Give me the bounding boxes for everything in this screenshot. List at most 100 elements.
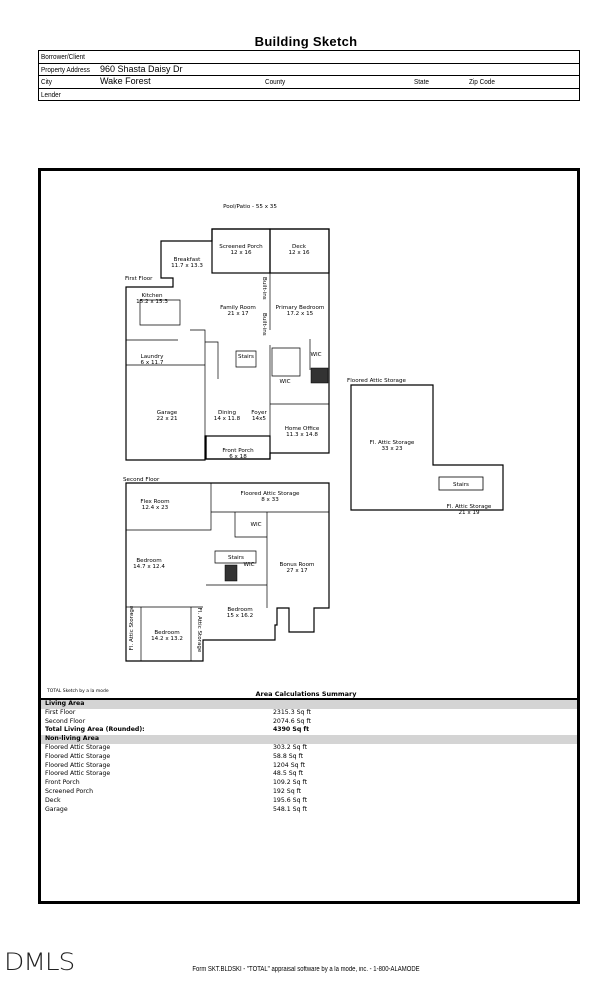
builtins-label: Built-ins (261, 313, 267, 336)
room-dimension-label: 21 x 17 (227, 311, 249, 317)
form-footer: Form SKT.BLDSKI - "TOTAL" appraisal soft… (192, 966, 420, 973)
summary-row: Floored Attic Storage 303.2 Sq ft (41, 744, 577, 753)
address-label: Property Address (41, 64, 90, 74)
room-name-label: WIC (310, 352, 321, 358)
summary-row: Garage 548.1 Sq ft (41, 806, 577, 815)
row-value: 109.2 Sq ft (273, 779, 307, 787)
room-dimension-label: 12 x 16 (288, 250, 310, 256)
room-dimension-label: 14 x 11.8 (214, 416, 241, 422)
room-name-label: Fl. Attic Storage (196, 608, 202, 653)
room-dimension-label: 15.2 x 15.3 (136, 299, 168, 305)
room-name-label: Stairs (238, 354, 254, 360)
row-label: Screened Porch (45, 787, 94, 795)
row-label: Floored Attic Storage (45, 770, 111, 778)
room-name-label: Bedroom (136, 558, 161, 564)
row-value: 48.5 Sq ft (273, 770, 304, 778)
row-label: Second Floor (45, 717, 86, 725)
room-name-label: Bedroom (227, 607, 252, 613)
room-name-label: Breakfast (174, 257, 201, 263)
second-floor-outline (125, 482, 330, 662)
room-name-label: WIC (250, 522, 261, 528)
deck-wall (269, 228, 330, 274)
zip-label: Zip Code (469, 77, 495, 86)
borrower-label: Borrower/Client (41, 52, 85, 61)
sketch-credit: TOTAL Sketch by a la mode (47, 689, 109, 694)
sketch-frame (38, 168, 580, 904)
property-info-table: Borrower/Client Property Address 960 Sha… (38, 50, 580, 101)
summary-title: Area Calculations Summary (255, 690, 357, 698)
row-label: Floored Attic Storage (45, 752, 111, 760)
state-label: State (414, 77, 429, 86)
summary-row: Front Porch 109.2 Sq ft (41, 779, 577, 788)
living-area-header: Living Area (41, 700, 577, 709)
room-name-label: Deck (292, 244, 307, 250)
row-label: Deck (45, 796, 61, 804)
room-name-label: Home Office (285, 426, 320, 432)
summary-row: Floored Attic Storage 58.8 Sq ft (41, 753, 577, 762)
address-value: 960 Shasta Daisy Dr (100, 63, 183, 74)
room-dimension-label: 14.7 x 12.4 (133, 564, 165, 570)
room-name-label: Fl. Attic Storage (447, 504, 492, 510)
room-dimension-label: 8 x 33 (261, 497, 279, 503)
total-row: Total Living Area (Rounded): 4390 Sq ft (41, 726, 577, 735)
attic-stairs (438, 476, 484, 491)
room-name-label: Garage (157, 410, 178, 416)
room-name-label: Primary Bedroom (276, 305, 325, 311)
second-floor-label: Second Floor (123, 477, 160, 483)
row-label: Floored Attic Storage (45, 743, 111, 751)
room-name-label: Fl. Attic Storage (129, 605, 135, 650)
divider (38, 698, 580, 701)
room-dimension-label: 21 x 19 (458, 510, 480, 516)
room-name-label: WIC (243, 562, 254, 568)
interior-walls (126, 273, 329, 453)
borrower-row: Borrower/Client (39, 51, 579, 64)
second-floor-fireplace (224, 564, 238, 582)
row-label: Total Living Area (Rounded): (45, 726, 145, 734)
row-value: 548.1 Sq ft (273, 805, 307, 813)
room-dimension-label: 6 x 11.7 (141, 360, 164, 366)
lender-row: Lender (39, 89, 579, 101)
room-name-label: Stairs (228, 555, 244, 561)
room-dimension-label: 11.3 x 14.8 (286, 432, 318, 438)
summary-row: Second Floor 2074.6 Sq ft (41, 718, 577, 727)
room-dimension-label: 33 x 23 (381, 446, 403, 452)
floor-plan-sketch: Pool/Patio - 55 x 35 First Floor Second … (123, 204, 504, 662)
row-value: 58.8 Sq ft (273, 752, 304, 760)
lender-label: Lender (41, 89, 61, 99)
row-value: 2074.6 Sq ft (273, 717, 311, 725)
room-dimension-label: 22 x 21 (156, 416, 178, 422)
attic-label: Floored Attic Storage (347, 378, 407, 384)
county-label: County (265, 77, 286, 86)
room-name-label: Dining (218, 410, 237, 416)
row-label: Garage (45, 805, 68, 813)
second-floor-walls (126, 483, 329, 661)
room-name-label: Bedroom (154, 630, 179, 636)
row-label: First Floor (45, 708, 76, 716)
city-value: Wake Forest (100, 76, 151, 86)
room-name-label: Screened Porch (219, 244, 263, 250)
row-value: 303.2 Sq ft (273, 743, 307, 751)
room-dimension-label: 15 x 16.2 (227, 613, 253, 619)
city-label: City (41, 77, 52, 86)
row-label: Front Porch (45, 779, 80, 787)
room-dimension-label: 17.2 x 15 (287, 311, 314, 317)
room-dimension-label: 12 x 16 (230, 250, 252, 256)
room-name-label: Flex Room (140, 499, 169, 505)
room-name-label: Front Porch (222, 448, 254, 454)
row-value: 4390 Sq ft (273, 726, 310, 734)
room-name-label: Foyer (251, 410, 267, 416)
first-floor-label: First Floor (125, 276, 153, 282)
room-name-label: Family Room (220, 305, 256, 311)
city-row: City Wake Forest County State Zip Code (39, 76, 579, 89)
room-dimension-label: 14.2 x 13.2 (151, 636, 183, 642)
room-dimension-label: 6 x 18 (229, 454, 247, 460)
row-label: Floored Attic Storage (45, 761, 111, 769)
room-dimension-label: 27 x 17 (286, 568, 308, 574)
nonliving-area-header: Non-living Area (41, 735, 577, 744)
room-name-label: Kitchen (141, 293, 162, 299)
